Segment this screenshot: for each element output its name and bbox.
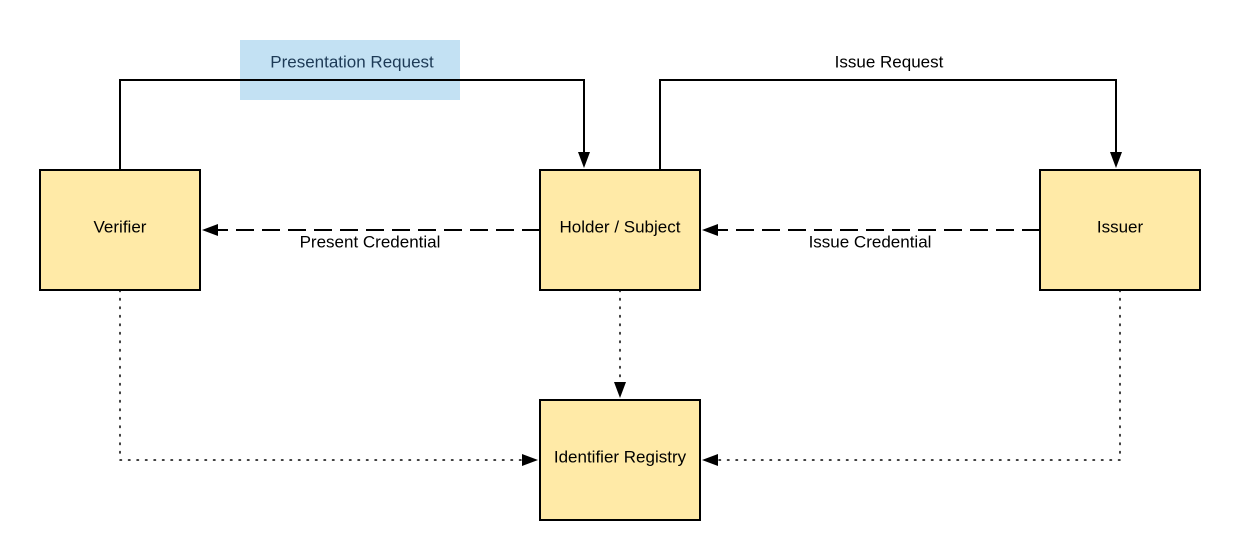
present-credential-label: Present Credential xyxy=(300,232,441,251)
issuer-label: Issuer xyxy=(1097,217,1144,236)
issue-credential-arrowhead xyxy=(702,224,718,236)
presentation-request-highlight xyxy=(240,40,460,100)
issue-credential-label: Issue Credential xyxy=(809,232,932,251)
holder-registry-arrowhead xyxy=(614,382,626,398)
issuer-box xyxy=(1039,169,1201,291)
verifier-node: Verifier xyxy=(39,169,201,291)
verifier-registry-connector xyxy=(119,289,523,461)
holder-label: Holder / Subject xyxy=(560,217,681,236)
verifier-label: Verifier xyxy=(94,217,147,236)
present-credential-arrowhead xyxy=(202,224,218,236)
registry-node: Identifier Registry xyxy=(539,399,701,521)
registry-label: Identifier Registry xyxy=(554,447,687,466)
issue-request-label: Issue Request xyxy=(835,52,944,71)
holder-box xyxy=(539,169,701,291)
registry-box xyxy=(539,399,701,521)
presentation-request-arrowhead xyxy=(578,152,590,168)
issuer-registry-arrowhead xyxy=(702,454,718,466)
issuer-registry-connector xyxy=(717,289,1121,461)
verifier-box xyxy=(39,169,201,291)
issuer-node: Issuer xyxy=(1039,169,1201,291)
issue-request-arrowhead xyxy=(1110,152,1122,168)
presentation-request-connector xyxy=(119,79,585,170)
issue-request-connector xyxy=(659,79,1117,170)
verifier-registry-arrowhead xyxy=(522,454,538,466)
holder-node: Holder / Subject xyxy=(539,169,701,291)
presentation-request-label: Presentation Request xyxy=(270,52,434,71)
